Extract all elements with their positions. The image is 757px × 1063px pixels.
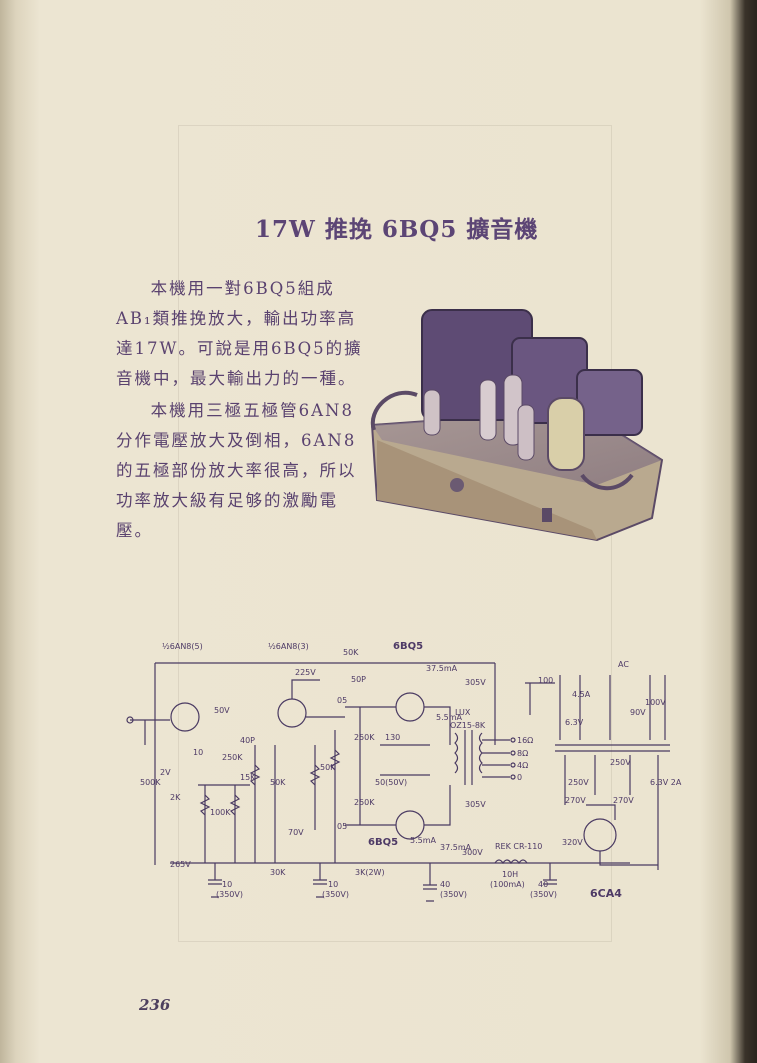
circuit-schematic: ½6AN8(5) ½6AN8(3) 50K 50P 6BQ5 225V 37.5… bbox=[126, 641, 682, 902]
amplifier-photo bbox=[370, 309, 664, 542]
label-37-5ma-b: 37.5mA bbox=[440, 843, 472, 852]
label-c10b: 10 bbox=[328, 880, 338, 889]
label-ot: OZ15-8K bbox=[450, 721, 486, 730]
label-r250k-a: 250K bbox=[354, 733, 375, 742]
label-r250k-b: 250K bbox=[354, 798, 375, 807]
label-c40b: 40 bbox=[538, 880, 548, 889]
label-tube1: ½6AN8(5) bbox=[162, 642, 203, 651]
label-r15k: 15K bbox=[240, 773, 256, 782]
label-r2k: 2K bbox=[170, 793, 181, 802]
label-225v: 225V bbox=[295, 668, 316, 677]
label-305v-b: 305V bbox=[465, 800, 486, 809]
label-90v: 90V bbox=[630, 708, 646, 717]
label-r3k: 3K(2W) bbox=[355, 868, 385, 877]
label-c40p: 40P bbox=[240, 736, 255, 745]
label-2v: 2V bbox=[160, 768, 171, 777]
label-c40a: 40 bbox=[440, 880, 450, 889]
label-c50p: 50P bbox=[351, 675, 366, 684]
label-c05a: 05 bbox=[337, 696, 347, 705]
paragraph-1: 本機用一對6BQ5組成AB₁類推挽放大，輸出功率高達17W。可說是用6BQ5的擴… bbox=[116, 279, 363, 388]
label-r250k-c: 250K bbox=[222, 753, 243, 762]
label-270v-b: 270V bbox=[613, 796, 634, 805]
label-320v: 320V bbox=[562, 838, 583, 847]
label-c10b-v: (350V) bbox=[322, 890, 349, 899]
label-50v: 50V bbox=[214, 706, 230, 715]
label-c05b: 05 bbox=[337, 822, 347, 831]
body-text: 本機用一對6BQ5組成AB₁類推挽放大，輸出功率高達17W。可說是用6BQ5的擴… bbox=[116, 272, 366, 546]
label-250v-b: 250V bbox=[610, 758, 631, 767]
label-5-5ma-b: 5.5mA bbox=[410, 836, 437, 845]
label-ac: AC bbox=[618, 660, 629, 669]
label-choke: 10H bbox=[502, 870, 518, 879]
label-c10a: 10 bbox=[222, 880, 232, 889]
label-choke-current: (100mA) bbox=[490, 880, 525, 889]
label-6bq5-bottom: 6BQ5 bbox=[368, 837, 398, 848]
label-270v-a: 270V bbox=[565, 796, 586, 805]
label-c10a-v: (350V) bbox=[216, 890, 243, 899]
label-r50k-top: 50K bbox=[343, 648, 359, 657]
label-fuse: 4.5A bbox=[572, 690, 591, 699]
label-6ca4: 6CA4 bbox=[590, 887, 622, 900]
label-5-5ma-a: 5.5mA bbox=[436, 713, 463, 722]
label-250v-a: 250V bbox=[568, 778, 589, 787]
label-6-3v-2a: 6.3V 2A bbox=[650, 778, 682, 787]
label-lux: LUX bbox=[455, 708, 471, 717]
label-rek: REK CR-110 bbox=[495, 842, 542, 851]
label-100v: 100V bbox=[645, 698, 666, 707]
label-300v: 300V bbox=[462, 848, 483, 857]
label-37-5ma: 37.5mA bbox=[426, 664, 458, 673]
page-number: 236 bbox=[139, 996, 171, 1014]
label-r50k-a: 50K bbox=[270, 778, 286, 787]
label-6-3v: 6.3V bbox=[565, 718, 584, 727]
label-c10-small: 10 bbox=[193, 748, 203, 757]
paragraph-2: 本機用三極五極管6AN8分作電壓放大及倒相，6AN8的五極部份放大率很高，所以功… bbox=[116, 401, 357, 540]
label-r50k-b: 50K bbox=[320, 763, 336, 772]
label-c40b-v: (350V) bbox=[530, 890, 557, 899]
label-r100k: 100K bbox=[210, 808, 231, 817]
label-c50-50v: 50(50V) bbox=[375, 778, 407, 787]
label-r500k: 500K bbox=[140, 778, 161, 787]
label-6bq5-top: 6BQ5 bbox=[393, 641, 423, 652]
label-305v: 305V bbox=[465, 678, 486, 687]
article-title: 17W 推挽 6BQ5 擴音機 bbox=[255, 216, 539, 243]
label-265v: 265V bbox=[170, 860, 191, 869]
label-16ohm: 16Ω bbox=[517, 736, 533, 745]
label-c40a-v: (350V) bbox=[440, 890, 467, 899]
label-pot100: 100 bbox=[538, 676, 553, 685]
label-8ohm: 8Ω bbox=[517, 749, 528, 758]
label-tube2: ½6AN8(3) bbox=[268, 642, 309, 651]
label-0ohm: 0 bbox=[517, 773, 522, 782]
label-r130: 130 bbox=[385, 733, 400, 742]
label-70v: 70V bbox=[288, 828, 304, 837]
label-4ohm: 4Ω bbox=[517, 761, 528, 770]
label-r30k: 30K bbox=[270, 868, 286, 877]
